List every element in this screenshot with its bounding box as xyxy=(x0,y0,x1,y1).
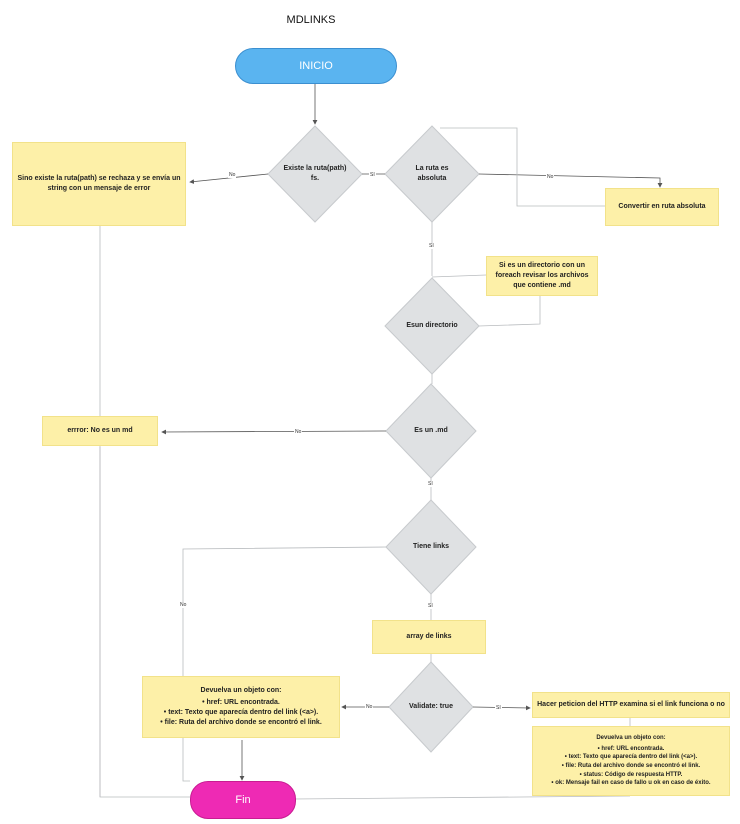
object-left-heading: Devuelva un objeto con: xyxy=(200,686,282,694)
note-object-left: Devuelva un objeto con: href: URL encont… xyxy=(142,676,340,738)
edge-label-si-links: SI xyxy=(427,603,434,609)
decision-links-label: Tiene links xyxy=(412,542,450,550)
edge-label-si-exists: SI xyxy=(369,172,376,178)
list-item: ok: Mensaje fail en caso de fallo u ok e… xyxy=(551,779,710,788)
decision-validate-label: Validate: true xyxy=(409,702,453,710)
note-object-right: Devuelva un objeto con: href: URL encont… xyxy=(532,726,730,796)
list-item: text: Texto que aparecía dentro del link… xyxy=(551,753,710,762)
object-right-heading: Devuelva un objeto con: xyxy=(596,734,666,741)
edge-label-no-validate: No xyxy=(365,704,374,710)
edge-object-right-fin xyxy=(293,795,631,800)
edge-absolute-convert xyxy=(478,173,663,188)
start-node: INICIO xyxy=(235,48,397,84)
note-convert-absolute: Convertir en ruta absoluta xyxy=(605,188,719,226)
edge-convert-back xyxy=(440,127,605,207)
edge-label-si-absolute: SI xyxy=(428,243,435,249)
decision-md-label: Es un .md xyxy=(414,426,448,434)
edge-label-si-validate: SI xyxy=(495,705,502,711)
edge-md-error xyxy=(161,429,387,435)
list-item: file: Ruta del archivo donde se encontró… xyxy=(160,718,322,728)
note-links-array: array de links xyxy=(372,620,486,654)
edge-links-no xyxy=(182,546,387,782)
end-node: Fin xyxy=(190,781,296,819)
list-item: file: Ruta del archivo donde se encontró… xyxy=(551,762,710,771)
decision-directory-label: Esun directorio xyxy=(406,321,458,329)
edge-foreach-back xyxy=(431,274,487,278)
decision-validate-shape xyxy=(388,661,474,753)
edge-exists-notexists xyxy=(189,173,269,184)
decision-absolute-label: La ruta es absoluta xyxy=(415,164,449,183)
edge-label-no-absolute: No xyxy=(546,174,555,180)
decision-exists-label: Existe la ruta(path) fs. xyxy=(283,164,347,183)
object-left-list: href: URL encontrada. text: Texto que ap… xyxy=(160,698,322,728)
object-right-list: href: URL encontrada. text: Texto que ap… xyxy=(551,745,710,788)
note-error-md: errror: No es un md xyxy=(42,416,158,446)
note-directory-foreach: Si es un directorio con un foreach revis… xyxy=(486,256,598,296)
note-not-exists: Sino existe la ruta(path) se rechaza y s… xyxy=(12,142,186,226)
edge-label-si-md: SI xyxy=(427,481,434,487)
edge-label-no-md: No xyxy=(294,429,303,435)
edge-label-no-links: No xyxy=(179,602,188,608)
diagram-title: MDLINKS xyxy=(286,14,336,26)
list-item: href: URL encontrada. xyxy=(551,745,710,754)
list-item: href: URL encontrada. xyxy=(160,698,322,708)
note-http-request: Hacer peticion del HTTP examina si el li… xyxy=(532,692,730,718)
edge-label-no-exists: No xyxy=(228,172,237,178)
decision-exists-shape xyxy=(267,125,363,223)
list-item: text: Texto que aparecía dentro del link… xyxy=(160,708,322,718)
list-item: status: Código de respuesta HTTP. xyxy=(551,771,710,780)
edge-directory-foreach xyxy=(478,296,541,327)
